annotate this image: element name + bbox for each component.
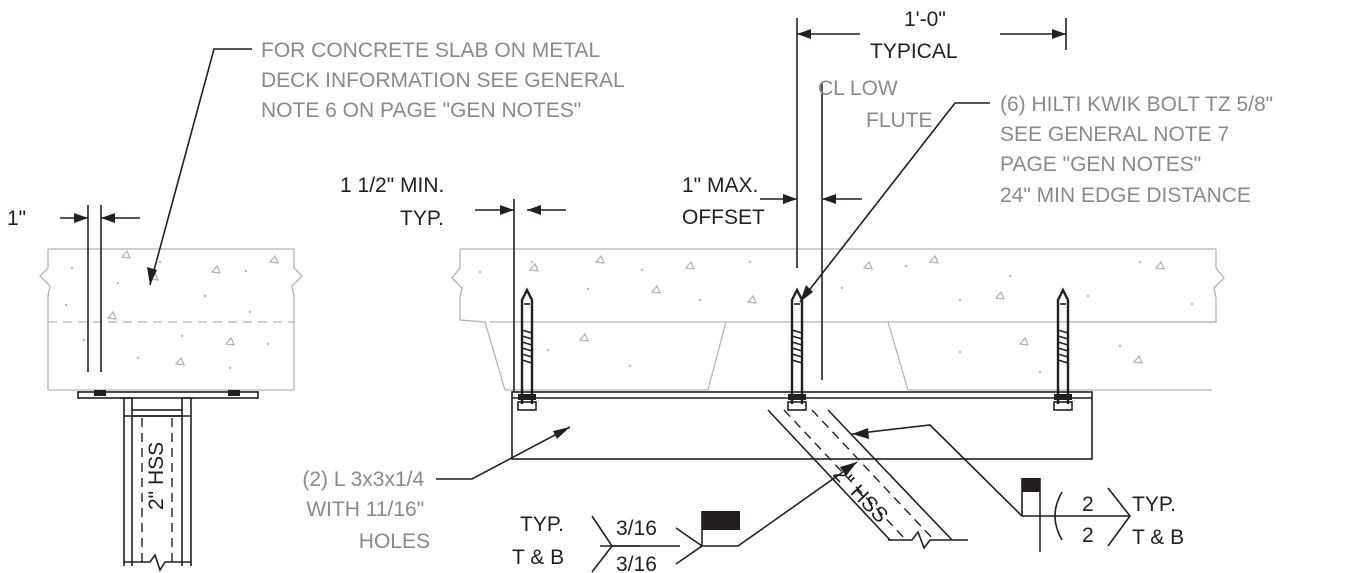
vertical-hss-label: 2" HSS [145,442,168,510]
right-weld-bottom-size: 2 [1082,524,1094,547]
right-weld-top-size: 2 [1082,493,1094,516]
left-weld-symbol: 3/16 3/16 TYP. T & B [512,461,858,573]
right-slab-aggregate [478,260,1194,374]
cl-low-flute-label: CL LOW FLUTE [818,77,933,132]
anchor-note-line-3: PAGE "GEN NOTES" [1000,153,1201,176]
typical-word-label: TYPICAL [870,40,958,63]
anchor-bolt-right [1053,287,1073,411]
anchor-note-line-1: (6) HILTI KWIK BOLT TZ 5/8" [1000,93,1273,116]
edge-min-line-2: TYP. [400,207,444,230]
angle-note-line-2: WITH 11/16" [306,498,424,521]
slab-note: FOR CONCRETE SLAB ON METAL DECK INFORMAT… [261,39,630,122]
edge-min-line-1: 1 1/2" MIN. [340,174,444,197]
anchor-note: (6) HILTI KWIK BOLT TZ 5/8" SEE GENERAL … [1000,93,1279,207]
left-weld-label-1: TYP. [520,513,564,536]
right-slab-triangles [528,254,1166,364]
right-weld-label-1: TYP. [1132,493,1176,516]
right-weld-label-2: T & B [1132,526,1184,549]
max-offset-dimension: 1" MAX. OFFSET [682,174,862,229]
slab-note-line-1: FOR CONCRETE SLAB ON METAL [261,39,599,62]
slab-note-line-3: NOTE 6 ON PAGE "GEN NOTES" [261,99,581,122]
max-offset-line-1: 1" MAX. [682,174,758,197]
anchor-bolt-left [517,287,537,411]
left-weld-top-size: 3/16 [616,517,657,540]
angle-note: (2) L 3x3x1/4 WITH 11/16" HOLES [302,468,430,553]
left-section-view: 1" 2" HSS [7,48,303,572]
angle-note-leader [436,426,571,480]
left-slab-triangles [106,249,280,366]
anchor-bolt-middle [787,287,807,411]
anchor-note-line-2: SEE GENERAL NOTE 7 [1000,123,1229,146]
cl-low-flute-line-2: FLUTE [866,109,933,132]
left-weld-label-2: T & B [512,546,564,569]
right-elevation-view: 2" HSS 1'-0" TYPICAL CL LOW FLUTE [340,8,1225,573]
cl-low-flute-line-1: CL LOW [818,77,898,100]
left-weld-bottom-size: 3/16 [616,553,657,573]
anchor-note-line-4: 24" MIN EDGE DISTANCE [1000,184,1251,207]
max-offset-line-2: OFFSET [682,206,765,229]
typical-spacing-dimension: 1'-0" TYPICAL [796,8,1067,268]
edge-min-dimension: 1 1/2" MIN. TYP. [340,174,566,392]
right-weld-symbol: 2 2 TYP. T & B [851,424,1184,552]
slab-note-leader [147,48,252,286]
left-slab [39,248,303,391]
diagonal-hss-label: 2" HSS [828,462,892,527]
slab-note-line-2: DECK INFORMATION SEE GENERAL [261,69,624,92]
left-gap-dimension: 1" [7,205,140,372]
left-slab-aggregate [64,260,270,370]
angle-note-line-3: HOLES [359,530,430,553]
cl-low-flute: CL LOW FLUTE [818,77,933,380]
anchor-note-leader [799,102,990,303]
angle-note-line-1: (2) L 3x3x1/4 [302,468,424,491]
left-angle-plates [77,390,259,410]
vertical-hss-member: 2" HSS [123,398,192,572]
right-slab-on-deck [451,248,1225,391]
typical-spacing-label: 1'-0" [904,8,946,31]
left-gap-label: 1" [7,207,26,230]
